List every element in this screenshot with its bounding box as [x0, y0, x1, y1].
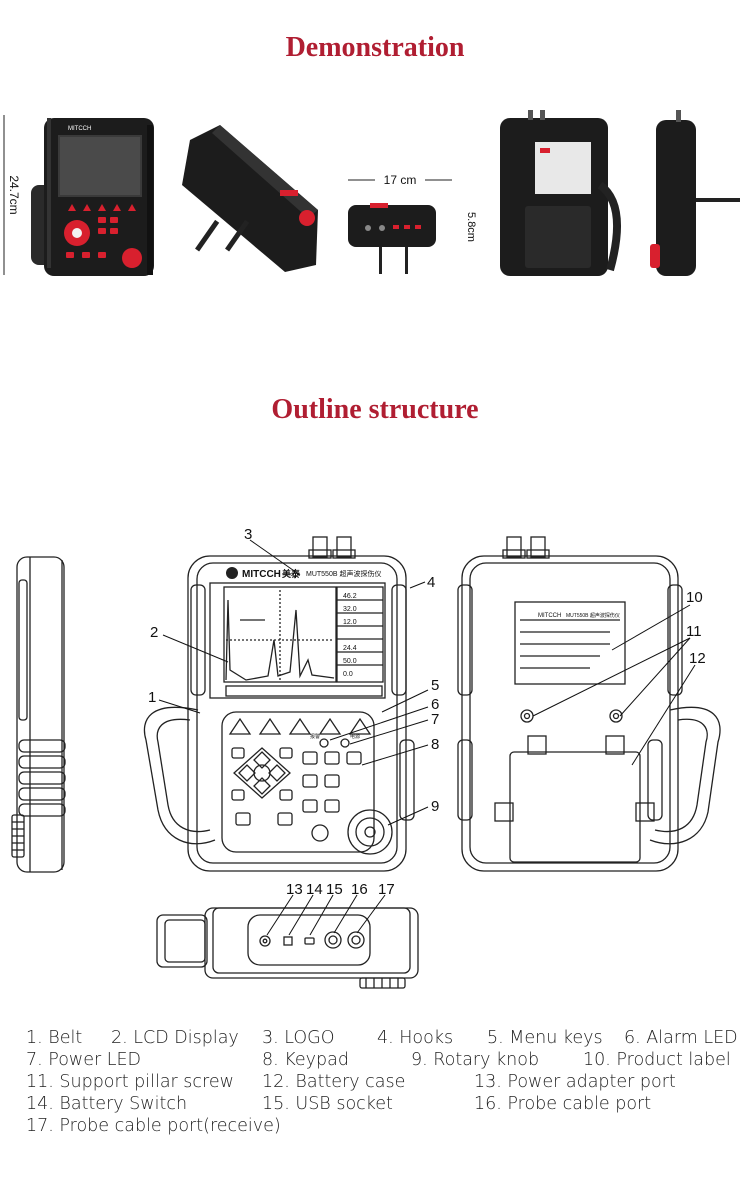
- demonstration-views: 24.7cm MITCCH 17 cm: [3, 110, 740, 276]
- side-profile-drawing: [11, 556, 66, 873]
- callout-1: 1: [148, 689, 156, 706]
- callout-3: 3: [244, 526, 252, 543]
- callout-9: 9: [431, 798, 439, 815]
- legend-item-menu-keys: 5. Menu keys: [487, 1028, 603, 1048]
- legend-item-probe-cable-port: 16. Probe cable port: [474, 1094, 652, 1114]
- legend-item-logo: 3. LOGO: [262, 1028, 335, 1048]
- callout-8: 8: [431, 736, 439, 753]
- callout-13: 13: [286, 881, 303, 898]
- callout-10: 10: [686, 589, 703, 606]
- legend-item-battery-switch: 14. Battery Switch: [26, 1094, 188, 1114]
- callout-16: 16: [351, 881, 368, 898]
- power-led-label: 电源: [350, 733, 360, 740]
- alarm-led-label: 报警: [310, 733, 320, 740]
- front-drawing-brand: MITCCH: [242, 569, 281, 580]
- device-angled-photo: [182, 125, 318, 272]
- callout-4: 4: [427, 574, 435, 591]
- back-panel-drawing: [457, 536, 721, 872]
- front-photo-brand: MITCCH: [68, 126, 91, 132]
- depth-dimension-label: 5.8cm: [465, 212, 477, 242]
- device-top-photo: [348, 203, 436, 274]
- legend-item-lcd-display: 2. LCD Display: [111, 1028, 239, 1048]
- callout-5: 5: [431, 677, 439, 694]
- width-dimension-label: 17 cm: [384, 173, 417, 187]
- device-side-photo: [650, 110, 740, 276]
- back-label-model: MUT550B 超声波探伤仪: [566, 612, 620, 619]
- legend-item-rotary-knob: 9. Rotary knob: [411, 1050, 540, 1070]
- back-label-brand: MITCCH: [538, 613, 561, 619]
- legend-item-probe-cable-port-receive: 17. Probe cable port(receive): [26, 1116, 281, 1136]
- outline-structure-title: Outline structure: [271, 394, 479, 425]
- callout-7: 7: [431, 711, 439, 728]
- legend-item-battery-case: 12. Battery case: [262, 1072, 406, 1092]
- callout-15: 15: [326, 881, 343, 898]
- device-front-photo: MITCCH: [31, 118, 154, 276]
- readout-1: 46.2: [343, 593, 357, 600]
- legend-item-keypad: 8. Keypad: [262, 1050, 349, 1070]
- legend-item-usb-socket: 15. USB socket: [262, 1094, 393, 1114]
- callout-leader-lines: [158, 539, 696, 936]
- demonstration-title: Demonstration: [285, 32, 465, 63]
- front-drawing-model: MUT550B 超声波探伤仪: [306, 569, 381, 578]
- readout-4: 24.4: [343, 645, 357, 652]
- readout-2: 32.0: [343, 606, 357, 613]
- readout-3: 12.0: [343, 619, 357, 626]
- front-panel-drawing: [143, 536, 415, 872]
- legend-item-belt: 1. Belt: [26, 1028, 83, 1048]
- legend-item-alarm-led: 6. Alarm LED: [624, 1028, 738, 1048]
- legend-item-hooks: 4. Hooks: [377, 1028, 454, 1048]
- legend-item-product-label: 10. Product label: [583, 1050, 731, 1070]
- legend-item-power-led: 7. Power LED: [26, 1050, 142, 1070]
- legend-item-power-adapter-port: 13. Power adapter port: [474, 1072, 676, 1092]
- front-drawing-brand-cn: 美泰: [282, 568, 301, 579]
- bottom-ports-drawing: [156, 907, 419, 989]
- callout-17: 17: [378, 881, 395, 898]
- callout-6: 6: [431, 696, 439, 713]
- callout-12: 12: [689, 650, 706, 667]
- mitcch-logo-icon: [226, 567, 238, 579]
- readout-5: 50.0: [343, 658, 357, 665]
- device-back-photo: [500, 110, 622, 276]
- callout-2: 2: [150, 624, 158, 641]
- readout-6: 0.0: [343, 671, 353, 678]
- legend-item-support-pillar-screw: 11. Support pillar screw: [26, 1072, 234, 1092]
- height-dimension-label: 24.7cm: [7, 175, 21, 214]
- callout-11: 11: [686, 623, 702, 640]
- callout-14: 14: [306, 881, 323, 898]
